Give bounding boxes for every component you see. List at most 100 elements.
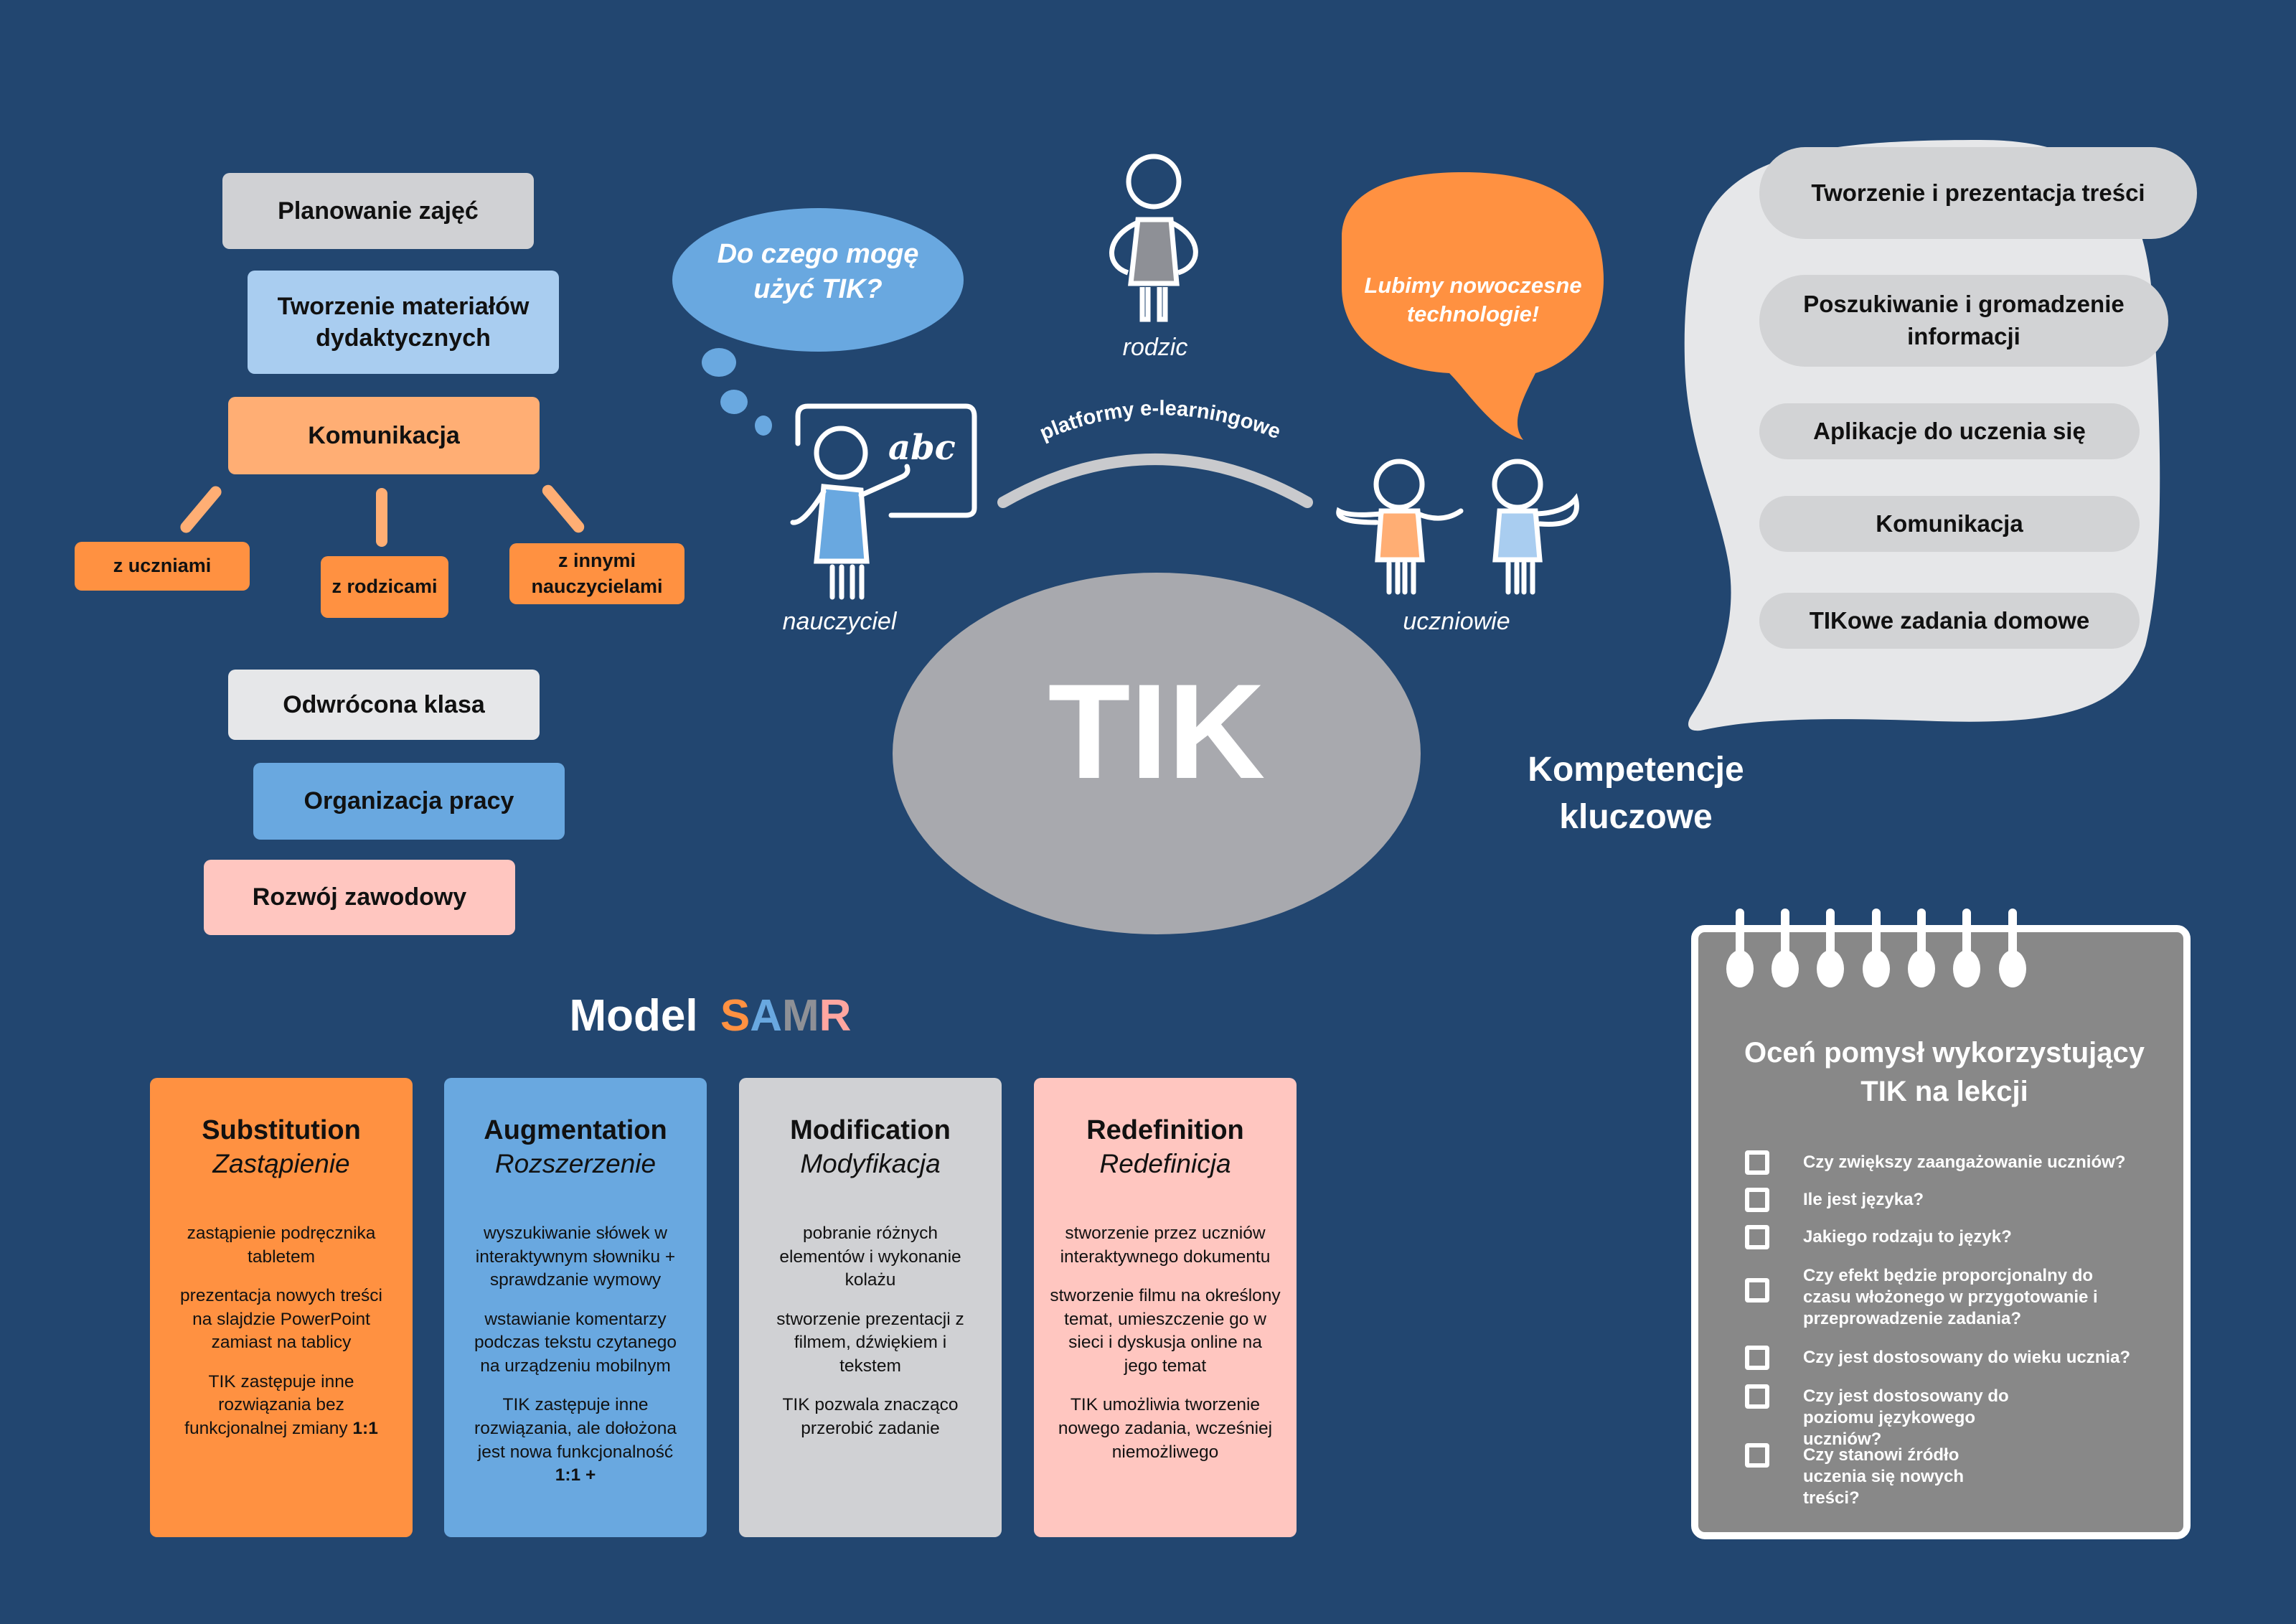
checklist-checkbox[interactable]	[1745, 1278, 1769, 1303]
thought-bubble-dot	[755, 416, 772, 436]
checkbox-icon[interactable]	[1745, 1384, 1769, 1409]
checklist-text: Czy jest dostosowany do wieku ucznia?	[1803, 1348, 2131, 1367]
competence-item: Poszukiwanie i gromadzenie informacji	[1759, 275, 2168, 367]
card-paragraph: pobranie różnych elementów i wykonanie k…	[779, 1224, 961, 1290]
sub-item-z-innymi-nauczycielami: z innymi nauczycielami	[509, 543, 684, 604]
tik-ellipse	[893, 573, 1421, 934]
card-paragraph: TIK zastępuje inne rozwiązania, ale doło…	[474, 1395, 677, 1485]
item-tworzenie-materialow: Tworzenie materiałów dydaktycznych	[248, 271, 559, 374]
samr-letter-m: M	[782, 991, 819, 1041]
card-title-en: Substitution	[202, 1115, 361, 1145]
sub-item-z-rodzicami: z rodzicami	[321, 556, 448, 618]
checkbox-icon[interactable]	[1745, 1150, 1769, 1175]
board-text: abc	[888, 428, 956, 468]
item-planowanie-zajec: Planowanie zajęć	[222, 173, 534, 249]
card-paragraph: TIK pozwala znacząco przerobić zadanie	[782, 1395, 959, 1439]
card-ratio: 1:1	[352, 1419, 378, 1439]
card-paragraph: TIK zastępuje inne rozwiązania bez funkc…	[184, 1371, 378, 1439]
competence-item: TIKowe zadania domowe	[1759, 593, 2140, 649]
checkbox-icon[interactable]	[1745, 1225, 1769, 1249]
competence-label: TIKowe zadania domowe	[1809, 606, 2090, 634]
connector-line	[376, 488, 387, 547]
checklist-checkbox[interactable]	[1745, 1188, 1769, 1212]
thought-bubble	[672, 208, 964, 352]
checklist-checkbox[interactable]	[1745, 1150, 1769, 1175]
checklist-text: Czy jest dostosowany do poziomu językowe…	[1803, 1386, 2009, 1449]
competence-label: Komunikacja	[1876, 510, 2023, 537]
center-illustration: abc platformy e-learningowe	[672, 140, 2160, 934]
samr-card-modification: Modification Modyfikacja pobranie różnyc…	[739, 1078, 1002, 1537]
samr-title: Model SAMR	[531, 990, 890, 1041]
checkbox-icon[interactable]	[1745, 1278, 1769, 1303]
teacher-caption: nauczyciel	[782, 608, 897, 635]
item-label: Komunikacja	[308, 421, 460, 449]
sub-item-label: z uczniami	[113, 555, 212, 577]
item-label: Odwrócona klasa	[283, 690, 485, 718]
students-caption: uczniowie	[1403, 608, 1510, 635]
card-paragraph: stworzenie filmu na określony temat, umi…	[1050, 1286, 1281, 1376]
students-speech-text: Lubimy nowoczesne technologie!	[1364, 273, 1582, 327]
competence-label: Aplikacje do uczenia się	[1813, 417, 2086, 444]
card-paragraph: prezentacja nowych treści na slajdzie Po…	[180, 1286, 382, 1353]
speech-bubble	[1342, 172, 1604, 440]
spiral-rings-icon	[1726, 909, 2026, 987]
checkbox-icon[interactable]	[1745, 1188, 1769, 1212]
card-title-en: Augmentation	[484, 1115, 667, 1145]
card-paragraph: stworzenie przez uczniów interaktywnego …	[1060, 1224, 1271, 1267]
item-label: Organizacja pracy	[304, 787, 514, 815]
card-title-pl: Redefinicja	[1099, 1149, 1231, 1178]
samr-letter-s: S	[720, 991, 751, 1041]
checklist-checkbox[interactable]	[1745, 1225, 1769, 1249]
parent-figure-icon	[1109, 154, 1198, 322]
item-label: Planowanie zajęć	[278, 197, 479, 225]
card-paragraph: TIK umożliwia tworzenie nowego zadania, …	[1058, 1395, 1273, 1462]
competence-item: Tworzenie i prezentacja treści	[1759, 147, 2197, 239]
competence-item: Komunikacja	[1759, 496, 2140, 552]
card-ratio: 1:1 +	[555, 1465, 596, 1485]
checkbox-icon[interactable]	[1745, 1346, 1769, 1370]
thought-bubble-dot	[720, 390, 748, 414]
checklist-checkbox[interactable]	[1745, 1346, 1769, 1370]
checklist-checkbox[interactable]	[1745, 1443, 1769, 1468]
competences-title: Kompetencje kluczowe	[1528, 751, 1744, 837]
samr-card-augmentation: Augmentation Rozszerzenie wyszukiwanie s…	[444, 1078, 707, 1537]
card-title-pl: Zastąpienie	[212, 1149, 350, 1178]
competence-label: Poszukiwanie i gromadzenie informacji	[1803, 291, 2125, 349]
arc-label: platformy e-learningowe	[1037, 397, 1284, 445]
item-label: Tworzenie materiałów dydaktycznych	[277, 292, 530, 352]
samr-card-substitution: Substitution Zastąpienie zastąpienie pod…	[150, 1078, 413, 1537]
competence-item: Aplikacje do uczenia się	[1759, 403, 2140, 459]
tik-title: TIK	[1048, 656, 1266, 807]
teacher-figure-icon	[790, 403, 977, 600]
sub-item-label: z innymi nauczycielami	[531, 550, 663, 597]
card-paragraph: wstawianie komentarzy podczas tekstu czy…	[474, 1309, 677, 1376]
students-figure-icon	[1336, 459, 1579, 595]
platform-arc	[997, 454, 1313, 508]
checkbox-icon[interactable]	[1745, 1443, 1769, 1468]
checklist-checkbox[interactable]	[1745, 1384, 1769, 1409]
card-paragraph: zastąpienie podręcznika tabletem	[187, 1224, 376, 1267]
samr-title-prefix: Model	[569, 991, 698, 1041]
checklist-title: Oceń pomysł wykorzystujący TIK na lekcji	[1744, 1037, 2145, 1107]
card-paragraph: stworzenie prezentacji z filmem, dźwięki…	[776, 1309, 964, 1376]
teacher-thought-text: Do czego mogę użyć TIK?	[717, 239, 919, 305]
checklist-text: Ile jest języka?	[1803, 1190, 1924, 1209]
samr-letter-r: R	[819, 991, 852, 1041]
competence-label: Tworzenie i prezentacja treści	[1811, 179, 2145, 206]
card-title-en: Modification	[790, 1115, 951, 1145]
notepad	[1691, 909, 2191, 1539]
checklist-text: Czy stanowi źródło uczenia się nowych tr…	[1803, 1445, 1965, 1508]
item-rozwoj-zawodowy: Rozwój zawodowy	[204, 860, 515, 935]
item-komunikacja: Komunikacja	[228, 397, 540, 474]
checklist-text: Czy efekt będzie proporcjonalny do czasu…	[1803, 1266, 2098, 1328]
parent-caption: rodzic	[1122, 334, 1188, 361]
samr-letter-a: A	[750, 991, 783, 1041]
card-title-en: Redefinition	[1086, 1115, 1244, 1145]
checklist-text: Jakiego rodzaju to język?	[1803, 1227, 2012, 1247]
item-organizacja-pracy: Organizacja pracy	[253, 763, 565, 840]
thought-bubble-dot	[702, 348, 736, 377]
sub-item-label: z rodzicami	[331, 576, 438, 598]
item-label: Rozwój zawodowy	[252, 883, 467, 911]
samr-card-redefinition: Redefinition Redefinicja stworzenie prze…	[1034, 1078, 1297, 1537]
card-title-pl: Rozszerzenie	[494, 1149, 657, 1178]
